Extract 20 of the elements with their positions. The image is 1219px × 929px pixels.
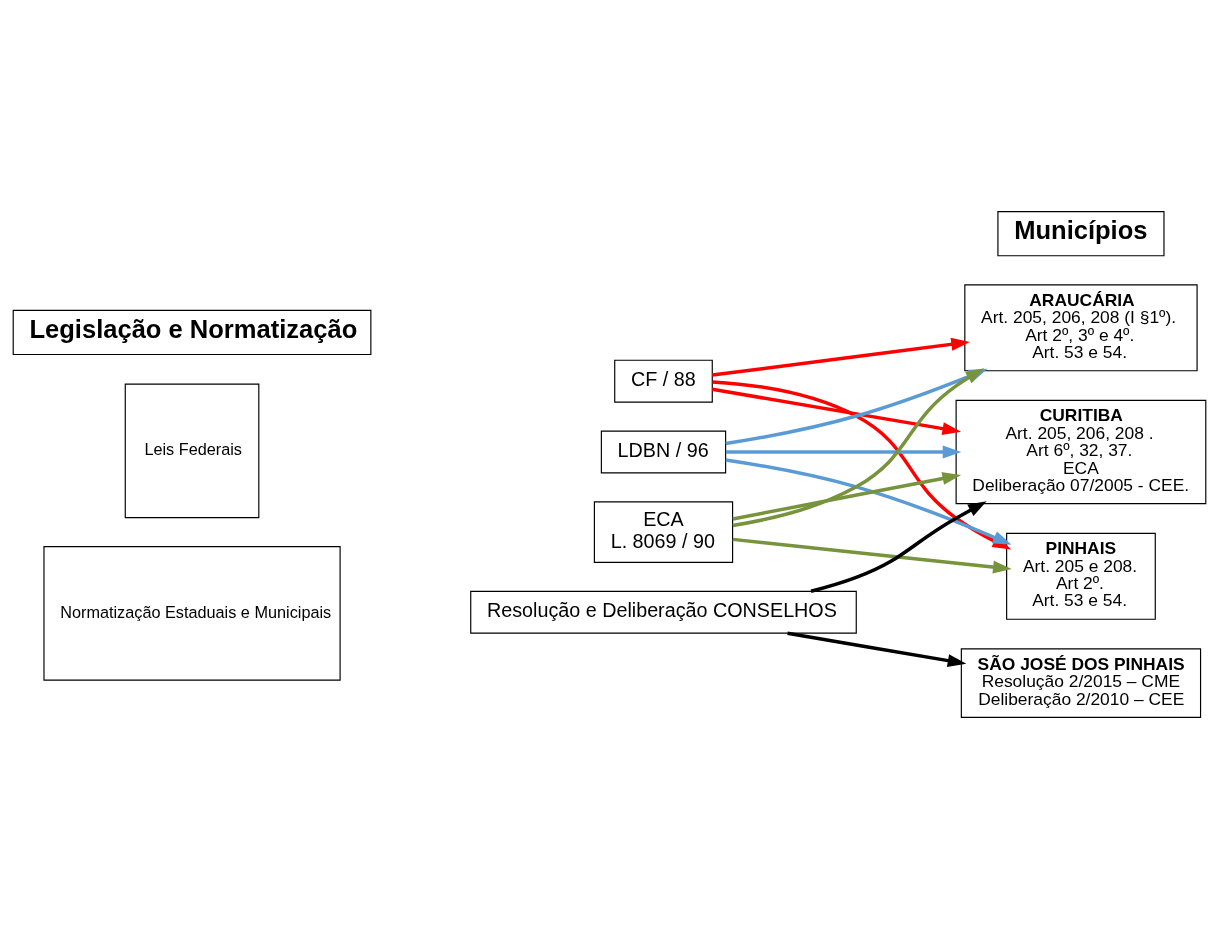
node-box: CF / 88 xyxy=(614,359,713,403)
arrow xyxy=(732,368,985,528)
node-box: Leis Federais xyxy=(124,383,260,519)
node-box: LDBN / 96 xyxy=(600,430,727,474)
node-box: ARAUCÁRIA Art. 205, 206, 208 (I §1º). Art 2º, 3º e 4º. Art. 53 e 54. xyxy=(964,284,1198,372)
arrow xyxy=(725,445,962,459)
node-box: SÃO JOSÉ DOS PINHAIS Resolução 2/2015 – CME Deliberação 2/2010 – CEE xyxy=(960,648,1202,718)
node-box: Municípios xyxy=(997,211,1165,257)
arrow xyxy=(732,472,962,521)
node-box: ECA L. 8069 / 90 xyxy=(593,501,734,563)
arrow xyxy=(787,631,967,668)
node-box: PINHAIS Art. 205 e 208. Art 2º. Art. 53 e 54. xyxy=(1006,532,1156,620)
arrow xyxy=(810,501,987,593)
node-box: Normatização Estaduais e Municipais xyxy=(43,546,341,681)
arrow xyxy=(712,387,962,436)
arrow xyxy=(725,458,1012,545)
node-box: Legislação e Normatização xyxy=(12,309,372,356)
arrow xyxy=(712,337,970,377)
node-box: Resolução e Deliberação CONSELHOS xyxy=(470,590,857,634)
node-box: CURITIBA Art. 205, 206, 208 . Art 6º, 32, 37. ECA Deliberação 07/2005 - CEE. xyxy=(955,399,1207,505)
